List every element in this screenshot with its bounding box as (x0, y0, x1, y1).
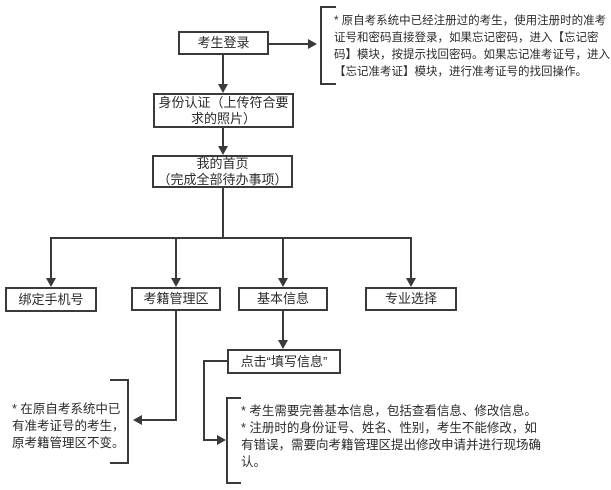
node-major-selection-label: 专业选择 (384, 291, 437, 306)
note-registry: * 在原自考系统中已 有准考证号的考生， 原考籍管理区不变。 (12, 401, 125, 452)
arrowhead-down-identity (218, 84, 228, 93)
arrowhead-down-home (218, 146, 228, 155)
arrowhead-right-info-note (217, 435, 226, 445)
arrowhead-down-basic-info (278, 278, 288, 287)
node-my-homepage: 我的首页 （完成全部待办事项） (152, 155, 293, 188)
connector-fillinfo-to-note (205, 439, 217, 441)
arrowhead-right-login-note (308, 39, 317, 49)
connector-fillinfo-out (203, 360, 227, 362)
note-registry-line1: * 在原自考系统中已 (12, 402, 121, 416)
bracket-basicinfo-note-bottom-tick (226, 482, 241, 484)
bracket-registry-note-bottom-tick (110, 462, 129, 464)
note-basic-info-line1: * 考生需要完善基本信息，包括查看信息、修改信息。 (241, 404, 537, 418)
connector-identity-to-home (222, 127, 224, 147)
node-fill-info-label: 点击“填写信息” (240, 353, 328, 369)
arrowhead-down-bind-phone (46, 278, 56, 287)
connector-home-to-bus (222, 187, 224, 238)
bracket-login-note-top-tick (320, 6, 336, 8)
bracket-basicinfo-note-top-tick (226, 397, 241, 399)
note-registry-line2: 有准考证号的考生， (12, 419, 125, 433)
node-identity-verification-line2: 求的照片） (190, 110, 256, 126)
bracket-registry-note-top-tick (110, 379, 129, 381)
node-my-homepage-line2: （完成全部待办事项） (157, 171, 288, 187)
bracket-registry-note (127, 379, 129, 464)
bracket-login-note-bottom-tick (320, 83, 336, 85)
node-bind-phone-label: 绑定手机号 (18, 291, 84, 307)
arrowhead-down-registry (171, 278, 181, 287)
arrowhead-left-registry-note (133, 415, 142, 425)
connector-branch-bind-phone (50, 238, 52, 279)
bracket-basicinfo-note (226, 397, 228, 484)
node-registry-area-label: 考籍管理区 (143, 291, 209, 306)
note-basic-info-line4: 认。 (241, 455, 267, 469)
node-basic-info-label: 基本信息 (256, 291, 309, 306)
node-identity-verification-line1: 身份认证（上传符合要 (158, 94, 289, 110)
node-fill-info: 点击“填写信息” (227, 349, 341, 374)
note-login-line4: 【忘记准考证】模块，进行准考证号的找回操作。 (334, 66, 587, 78)
note-basic-info: * 考生需要完善基本信息，包括查看信息、修改信息。 * 注册时的身份证号、姓名、… (241, 403, 541, 471)
note-basic-info-line2: * 注册时的身份证号、姓名、性别，考生不能修改，如 (241, 421, 537, 435)
connector-branch-registry (175, 238, 177, 279)
node-major-selection: 专业选择 (365, 287, 457, 311)
note-registry-line3: 原考籍管理区不变。 (12, 436, 125, 450)
node-basic-info: 基本信息 (238, 287, 328, 311)
note-login-line1: * 原自考系统中已经注册过的考生，使用注册时的准考 (334, 15, 607, 27)
node-bind-phone: 绑定手机号 (5, 287, 97, 312)
arrowhead-down-major (406, 278, 416, 287)
node-identity-verification: 身份认证（上传符合要 求的照片） (153, 93, 294, 128)
connector-branch-basic-info (282, 238, 284, 279)
connector-registry-to-note (142, 419, 177, 421)
connector-basicinfo-to-fillinfo (282, 311, 284, 341)
connector-fillinfo-down (203, 360, 205, 441)
connector-branch-major (410, 238, 412, 279)
connector-registry-down (175, 311, 177, 421)
note-login-line2: 证号和密码直接登录，如果忘记密码，进入【忘记密 (334, 32, 599, 44)
connector-distribution-bus (50, 237, 412, 239)
note-basic-info-line3: 有错误，需要向考籍管理区提出修改申请并进行现场确 (241, 438, 542, 452)
connector-login-to-note (269, 43, 309, 45)
note-login-line3: 码】模块，按提示找回密码。如果忘记准考证号，进入 (334, 49, 610, 61)
arrowhead-down-fill-info (278, 340, 288, 349)
node-registry-area: 考籍管理区 (131, 287, 221, 311)
node-my-homepage-line1: 我的首页 (196, 155, 249, 171)
node-candidate-login: 考生登录 (178, 31, 269, 55)
bracket-login-note (320, 6, 322, 85)
note-login: * 原自考系统中已经注册过的考生，使用注册时的准考 证号和密码直接登录，如果忘记… (334, 13, 610, 81)
node-candidate-login-label: 考生登录 (197, 35, 250, 50)
connector-login-to-identity (222, 54, 224, 85)
